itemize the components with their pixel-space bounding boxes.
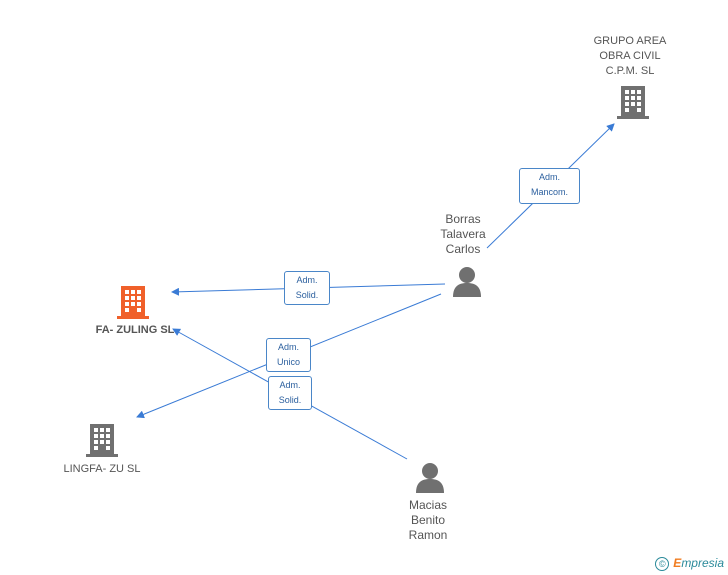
node-label-grupo-area: GRUPO AREA OBRA CIVIL C.P.M. SL [593,35,667,77]
node-label-borras: Borras Talavera Carlos [440,212,486,256]
person-icon [453,267,481,297]
relation-label-adm-solid: Adm. Solid. [284,271,330,305]
relation-label-adm-unico: Adm. Unico [266,338,311,372]
node-label-macias: Macias Benito Ramon [408,498,448,542]
relation-label-adm-mancom: Adm. Mancom. [519,168,580,204]
node-label-fa-zuling: FA- ZULING SL [95,324,175,336]
person-icon [416,463,444,493]
building-icon [86,424,118,457]
empresia-logo: ©Empresia [655,556,724,571]
copyright-icon: © [655,557,670,571]
relation-label-adm-solid: Adm. Solid. [268,376,312,410]
building-icon [117,286,149,319]
building-icon [617,86,649,119]
node-label-lingfa: LINGFA- ZU SL [63,463,141,475]
